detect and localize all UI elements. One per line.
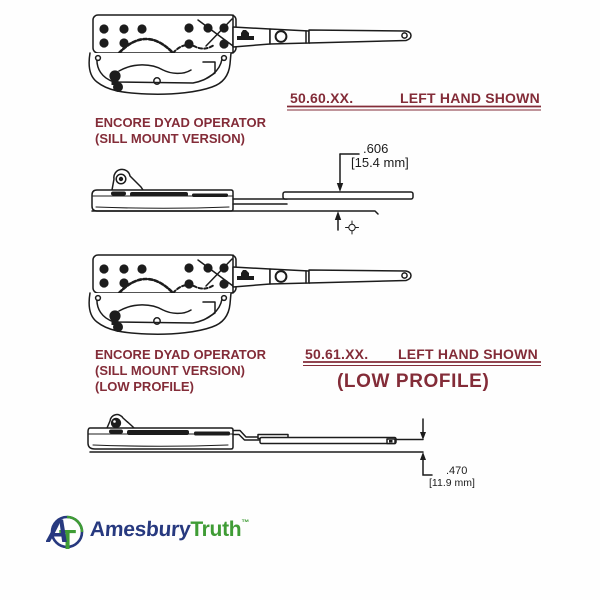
dimension-lines-1 <box>334 153 360 235</box>
svg-text:A: A <box>46 513 69 549</box>
heading-underline-1 <box>287 105 541 111</box>
dyad-operator-top-view-1 <box>87 13 413 96</box>
description-line: ENCORE DYAD OPERATOR <box>95 347 266 362</box>
description-line: (SILL MOUNT VERSION) <box>95 131 245 146</box>
part-number-2: 50.61.XX. <box>305 346 369 362</box>
hand-shown-label-1: LEFT HAND SHOWN <box>400 90 540 106</box>
part-number-1: 50.60.XX. <box>290 90 354 106</box>
operator-description-1: ENCORE DYAD OPERATOR (SILL MOUNT VERSION… <box>95 115 266 147</box>
dimension-arrow-down-icon <box>420 432 426 440</box>
dimension-metric-2: [11.9 mm] <box>429 477 475 489</box>
dimension-lines-2 <box>420 418 433 476</box>
low-profile-label: (LOW PROFILE) <box>337 371 490 392</box>
logo-brand-amesbury: Amesbury <box>89 518 192 541</box>
description-line: ENCORE DYAD OPERATOR <box>95 115 266 130</box>
hand-shown-label-2: LEFT HAND SHOWN <box>398 346 538 362</box>
heading-underline-2 <box>303 361 541 367</box>
trademark-symbol: ™ <box>241 517 250 527</box>
logo-brand-truth: Truth <box>190 518 242 541</box>
center-mark-icon <box>345 220 359 235</box>
dimension-inches-2: .470 <box>446 465 468 477</box>
logo-letter-a: A <box>46 513 69 549</box>
description-line: (LOW PROFILE) <box>95 379 194 394</box>
amesburytruth-logo-icon: T A <box>46 513 84 554</box>
svg-text:T: T <box>59 524 76 554</box>
operator-description-2: ENCORE DYAD OPERATOR (SILL MOUNT VERSION… <box>95 347 266 395</box>
logo-letter-t: T <box>59 524 76 554</box>
dimension-inches-1: .606 <box>363 141 389 156</box>
description-line: (SILL MOUNT VERSION) <box>95 363 245 378</box>
dyad-operator-side-view-2 <box>87 413 424 453</box>
dimension-arrow-down-icon <box>336 183 344 192</box>
dimension-arrow-up-icon <box>420 452 426 460</box>
dimension-arrow-up-icon <box>334 211 342 220</box>
dyad-operator-side-view-1 <box>91 168 414 215</box>
dyad-operator-top-view-2 <box>87 253 413 336</box>
dimension-metric-1: [15.4 mm] <box>351 155 409 170</box>
